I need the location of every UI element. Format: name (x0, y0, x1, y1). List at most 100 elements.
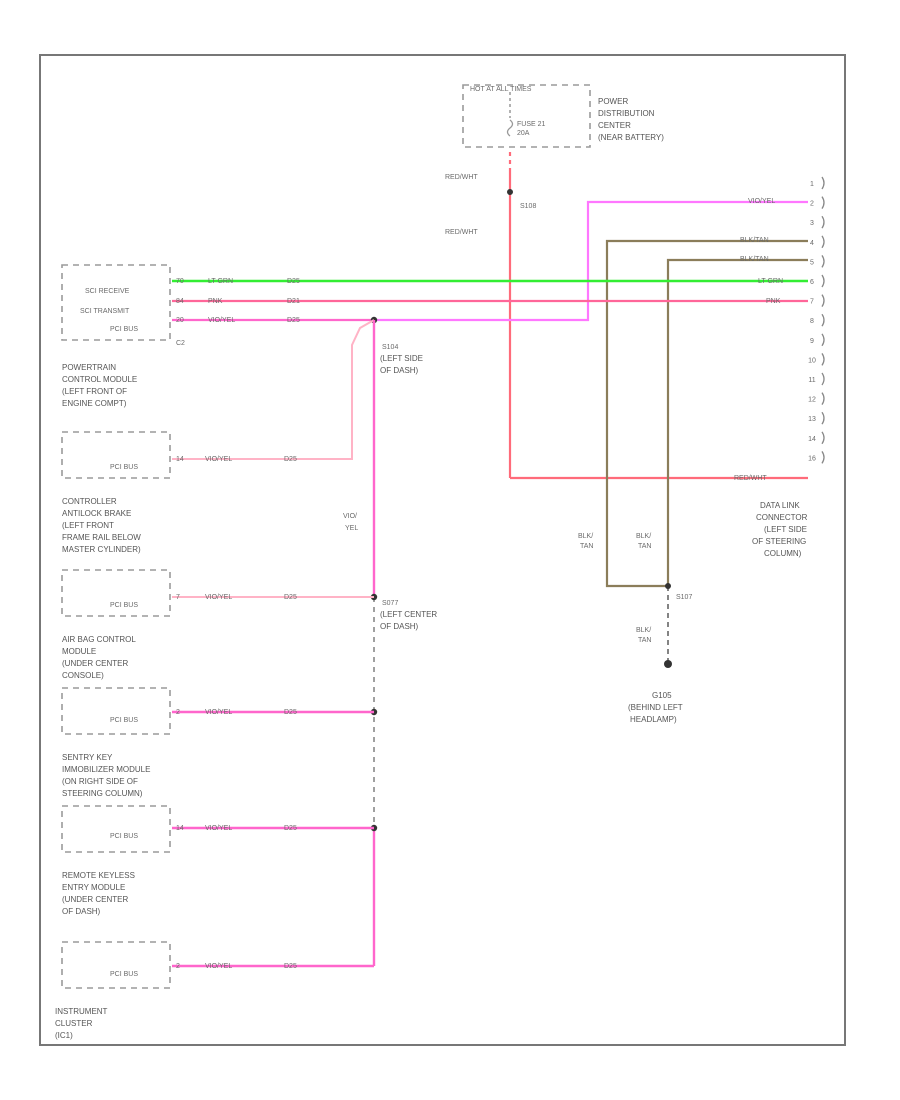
dlc-label: DATA LINK CONNECTOR (LEFT SIDE OF STEERI… (752, 501, 808, 558)
diagram-frame (39, 54, 846, 1046)
dlc-pin-bracket (821, 255, 825, 268)
fuse-rating: 20A (517, 130, 530, 137)
rke-d25-label: D25 (284, 825, 297, 832)
rke-pci-label: PCI BUS (110, 833, 138, 840)
pnk-dlc-label: PNK (766, 298, 781, 305)
dlc-pin-3: 3 (810, 220, 814, 227)
s104-line1: S104 (382, 344, 398, 351)
dlc-pin-bracket (821, 313, 825, 327)
blk-tan-v2-a: BLK/ (636, 533, 651, 540)
pcm-name-4: ENGINE COMPT) (62, 399, 127, 408)
dlc-pin-8: 8 (810, 318, 814, 325)
vio-yel-trunk-b: YEL (345, 525, 358, 532)
dlc-pin-bracket (821, 176, 825, 190)
rke-name-1: REMOTE KEYLESS (62, 871, 135, 880)
vio-yel-dlc-wire (376, 200, 808, 322)
skim-name-4: STEERING COLUMN) (62, 789, 143, 798)
hot-at-all-times-label: HOT AT ALL TIMES (470, 86, 532, 93)
ic-name-2: CLUSTER (55, 1019, 93, 1028)
s108-label: S108 (520, 203, 536, 210)
dlc-pin-bracket (821, 451, 825, 464)
pcm-name-3: (LEFT FRONT OF (62, 387, 127, 396)
skim-module: PCI BUS 2 SENTRY KEY IMMOBILIZER MODULE … (61, 687, 180, 798)
dlc-pin-4: 4 (810, 240, 814, 247)
pdc-line2: DISTRIBUTION (598, 109, 655, 118)
dlc-pin-10: 10 (808, 357, 816, 364)
pnk-label: PNK (208, 298, 223, 305)
ic-name-3: (IC1) (55, 1031, 73, 1040)
s077-line2: (LEFT CENTER (380, 610, 437, 619)
dlc-name-5: COLUMN) (764, 549, 802, 558)
red-wht-pin-label: RED/WHT (734, 475, 767, 482)
rke-name-2: ENTRY MODULE (62, 883, 125, 892)
airbag-name-1: AIR BAG CONTROL (62, 635, 136, 644)
blk-tan-v3-b: TAN (638, 637, 651, 644)
pcm-pin-84: 84 (176, 298, 184, 305)
g105-line1: G105 (652, 691, 672, 700)
rke-module: PCI BUS 14 REMOTE KEYLESS ENTRY MODULE (… (61, 805, 184, 916)
blk-tan-v2-b: TAN (638, 543, 651, 550)
pcm-pci-wire (172, 316, 378, 324)
abs-name-4: FRAME RAIL BELOW (62, 533, 141, 542)
ic-pci-label: PCI BUS (110, 971, 138, 978)
vio-yel-trunk-a: VIO/ (343, 513, 357, 520)
dlc-name-4: OF STEERING (752, 537, 806, 546)
skim-vio-yel-label: VIO/YEL (205, 709, 232, 716)
vio-yel-dlc-label: VIO/YEL (748, 198, 775, 205)
dlc-pin-9: 9 (810, 338, 814, 345)
pcm-name-1: POWERTRAIN (62, 363, 116, 372)
pci-bus-trunk (370, 320, 378, 966)
skim-name-2: IMMOBILIZER MODULE (62, 765, 150, 774)
airbag-name-4: CONSOLE) (62, 671, 104, 680)
s077-line3: OF DASH) (380, 622, 419, 631)
dlc-pin-bracket (821, 353, 825, 366)
abs-name-1: CONTROLLER (62, 497, 117, 506)
pdc-line3: CENTER (598, 121, 631, 130)
pcm-d25-label: D25 (287, 317, 300, 324)
dlc-pin-1: 1 (810, 181, 814, 188)
ic-d25-label: D25 (284, 963, 297, 970)
blk-tan-label-2: BLK/TAN (740, 256, 769, 263)
abs-module: PCI BUS 14 CONTROLLER ANTILOCK BRAKE (LE… (61, 431, 184, 554)
red-wht-wire (507, 152, 808, 480)
abs-vio-yel-label: VIO/YEL (205, 456, 232, 463)
dlc-pin-bracket (821, 431, 825, 445)
red-wht-label-mid: RED/WHT (445, 229, 478, 236)
skim-d25-label: D25 (284, 709, 297, 716)
pcm-name-2: CONTROL MODULE (62, 375, 137, 384)
ic-module: PCI BUS 2 INSTRUMENT CLUSTER (IC1) (55, 941, 180, 1040)
abs-d25-label: D25 (284, 456, 297, 463)
g105-line2: (BEHIND LEFT (628, 703, 683, 712)
d21-label: D21 (287, 298, 300, 305)
rke-vio-yel-label: VIO/YEL (205, 825, 232, 832)
dlc-pin-bracket (821, 411, 825, 425)
sci-receive-label: SCI RECEIVE (85, 288, 130, 295)
lt-grn-label: LT GRN (208, 278, 233, 285)
blk-tan-v1-b: TAN (580, 543, 593, 550)
pcm-pci-label: PCI BUS (110, 326, 138, 333)
dlc-name-1: DATA LINK (760, 501, 800, 510)
dlc-pin-bracket (821, 215, 825, 229)
dlc-pin-bracket (821, 196, 825, 209)
airbag-vio-yel-label: VIO/YEL (205, 594, 232, 601)
abs-name-2: ANTILOCK BRAKE (62, 509, 131, 518)
rke-name-4: OF DASH) (62, 907, 101, 916)
dlc-pin-bracket (821, 294, 825, 307)
airbag-name-3: (UNDER CENTER (62, 659, 128, 668)
d25-green-label: D25 (287, 278, 300, 285)
dlc-pin-13: 13 (808, 416, 816, 423)
fuse-label: FUSE 21 (517, 121, 546, 128)
abs-pci-wire (172, 319, 375, 460)
rke-pin: 14 (176, 825, 184, 832)
dlc-pin-bracket (821, 235, 825, 249)
blk-tan-label-1: BLK/TAN (740, 237, 769, 244)
pcm-pin-20: 20 (176, 317, 184, 324)
dlc-pin-bracket (821, 392, 825, 405)
airbag-pin: 7 (176, 594, 180, 601)
s077-line1: S077 (382, 600, 398, 607)
skim-name-1: SENTRY KEY (62, 753, 113, 762)
sci-transmit-label: SCI TRANSMIT (80, 308, 130, 315)
blk-tan-v1-a: BLK/ (578, 533, 593, 540)
dlc-pin-bracket (821, 274, 825, 288)
